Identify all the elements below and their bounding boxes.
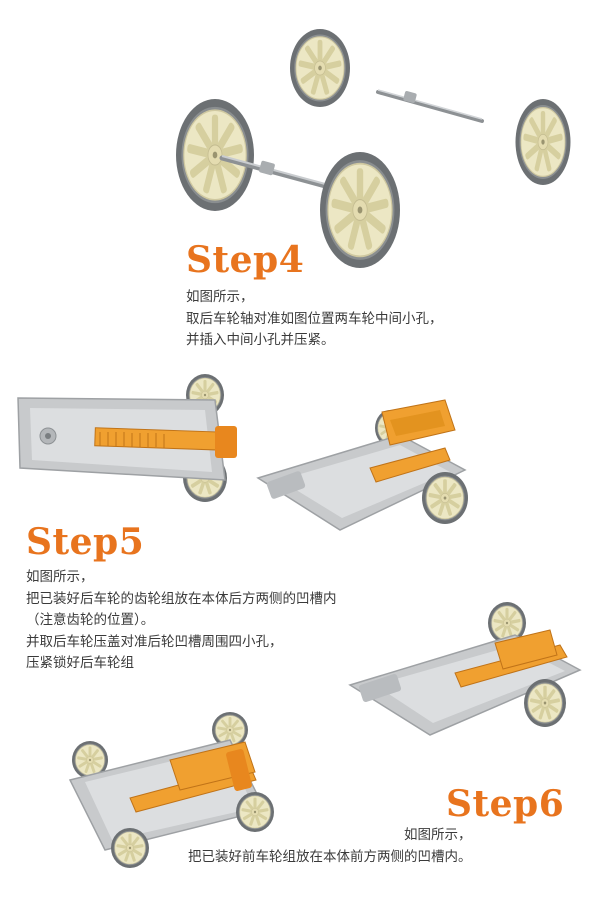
step5-title: Step5 bbox=[26, 521, 145, 563]
step5-line-2: 把已装好后车轮的齿轮组放在本体后方两侧的凹槽内 bbox=[26, 590, 337, 607]
wheel-right-front bbox=[319, 151, 401, 269]
step5-line-1: 如图所示， bbox=[26, 569, 94, 585]
step5-chassis-left bbox=[17, 373, 237, 503]
step6-description: 如图所示， 把已装好前车轮组放在本体前方两侧的凹槽内。 bbox=[188, 825, 472, 868]
axle-right bbox=[376, 89, 484, 123]
step5-line-5: 压紧锁好后车轮组 bbox=[26, 655, 134, 671]
step6-line-2: 把已装好前车轮组放在本体前方两侧的凹槽内。 bbox=[188, 848, 472, 865]
axle-left bbox=[219, 155, 343, 193]
step4-title: Step4 bbox=[186, 239, 305, 281]
step4-line-3: 并插入中间小孔并压紧。 bbox=[186, 332, 335, 348]
wheel-top bbox=[289, 28, 351, 108]
step5-line-4: 并取后车轮压盖对准后轮凹槽周围四小孔， bbox=[26, 633, 283, 650]
step5-description: 如图所示， 把已装好后车轮的齿轮组放在本体后方两侧的凹槽内 （注意齿轮的位置）。… bbox=[26, 567, 337, 675]
step6-line-1: 如图所示， bbox=[404, 827, 472, 843]
step6-car-right bbox=[348, 601, 582, 736]
wheel-left bbox=[175, 98, 255, 212]
wheel-far-right bbox=[514, 98, 572, 186]
step6-title: Step6 bbox=[446, 783, 565, 825]
step4-description: 如图所示， 取后车轮轴对准如图位置两车轮中间小孔， 并插入中间小孔并压紧。 bbox=[186, 287, 443, 352]
step4-line-2: 取后车轮轴对准如图位置两车轮中间小孔， bbox=[186, 310, 443, 327]
step4-illustration bbox=[175, 28, 572, 269]
step5-line-3: （注意齿轮的位置）。 bbox=[26, 612, 155, 628]
step5-chassis-right bbox=[256, 399, 469, 531]
step4-line-1: 如图所示， bbox=[186, 289, 254, 305]
step6-car-left bbox=[68, 711, 275, 869]
